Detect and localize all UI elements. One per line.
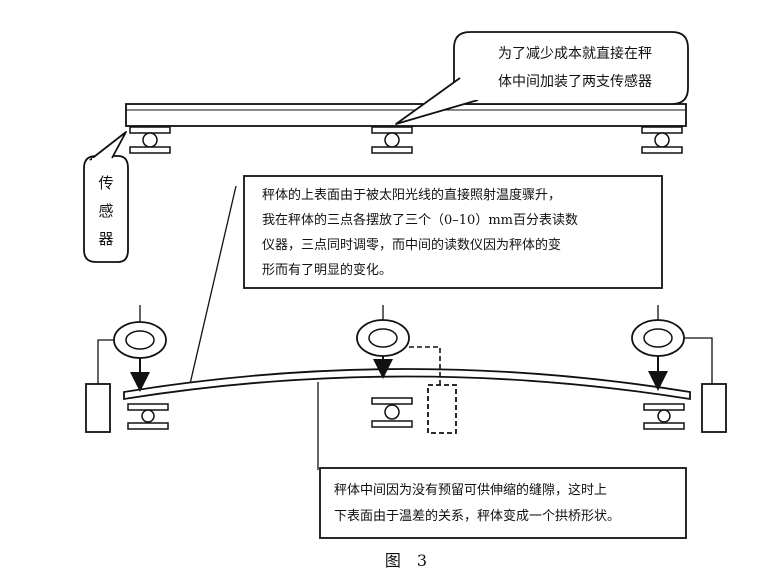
middle-box-line-2: 我在秤体的三点各摆放了三个（0–10）mm百分表读数 (262, 212, 578, 228)
flat-scale-assembly (125, 103, 687, 154)
top-callout-bubble: 为了减少成本就直接在秤 体中间加装了两支传感器 (395, 31, 689, 125)
bottom-left-load-cell (127, 403, 169, 430)
bottom-explanation-box: 秤体中间因为没有预留可供伸缩的缝隙，这时上 下表面由于温差的关系，秤体变成一个拱… (319, 467, 687, 539)
middle-box-line-4: 形而有了明显的变化。 (262, 262, 392, 278)
right-dial-gauge (631, 305, 713, 391)
bottom-box-line-2: 下表面由于温差的关系，秤体变成一个拱桥形状。 (334, 508, 620, 524)
middle-box-pointer (189, 185, 237, 385)
right-side-block (701, 383, 727, 433)
bottom-box-line-1: 秤体中间因为没有预留可供伸缩的缝隙，这时上 (334, 482, 607, 498)
sensor-label-char-3: 器 (98, 230, 113, 248)
middle-load-cell (371, 126, 413, 154)
arched-scale-assembly (85, 368, 727, 434)
flat-scale-platform (125, 103, 687, 127)
sensor-label-char-1: 传 (98, 174, 113, 192)
figure-caption: 图 3 (385, 551, 427, 570)
left-side-block (85, 383, 111, 433)
bottom-right-load-cell (643, 403, 685, 430)
middle-explanation-box: 秤体的上表面由于被太阳光线的直接照射温度骤升， 我在秤体的三点各摆放了三个（0–… (243, 175, 663, 289)
middle-dial-gauge (356, 305, 441, 385)
sensor-callout-bubble: 传 感 器 (83, 131, 129, 263)
arched-scale-platform (123, 368, 691, 401)
left-dial-gauge (97, 305, 167, 392)
middle-box-line-1: 秤体的上表面由于被太阳光线的直接照射温度骤升， (262, 187, 561, 203)
top-bubble-line-1: 为了减少成本就直接在秤 (498, 45, 652, 62)
right-load-cell (641, 126, 683, 154)
middle-box-line-3: 仪器，三点同时调零，而中间的读数仪因为秤体的变 (262, 237, 561, 253)
bottom-middle-load-cell (371, 397, 413, 428)
top-bubble-line-2: 体中间加装了两支传感器 (498, 73, 652, 90)
left-load-cell (129, 126, 171, 154)
middle-dashed-block (427, 384, 457, 434)
sensor-label-char-2: 感 (98, 202, 113, 220)
